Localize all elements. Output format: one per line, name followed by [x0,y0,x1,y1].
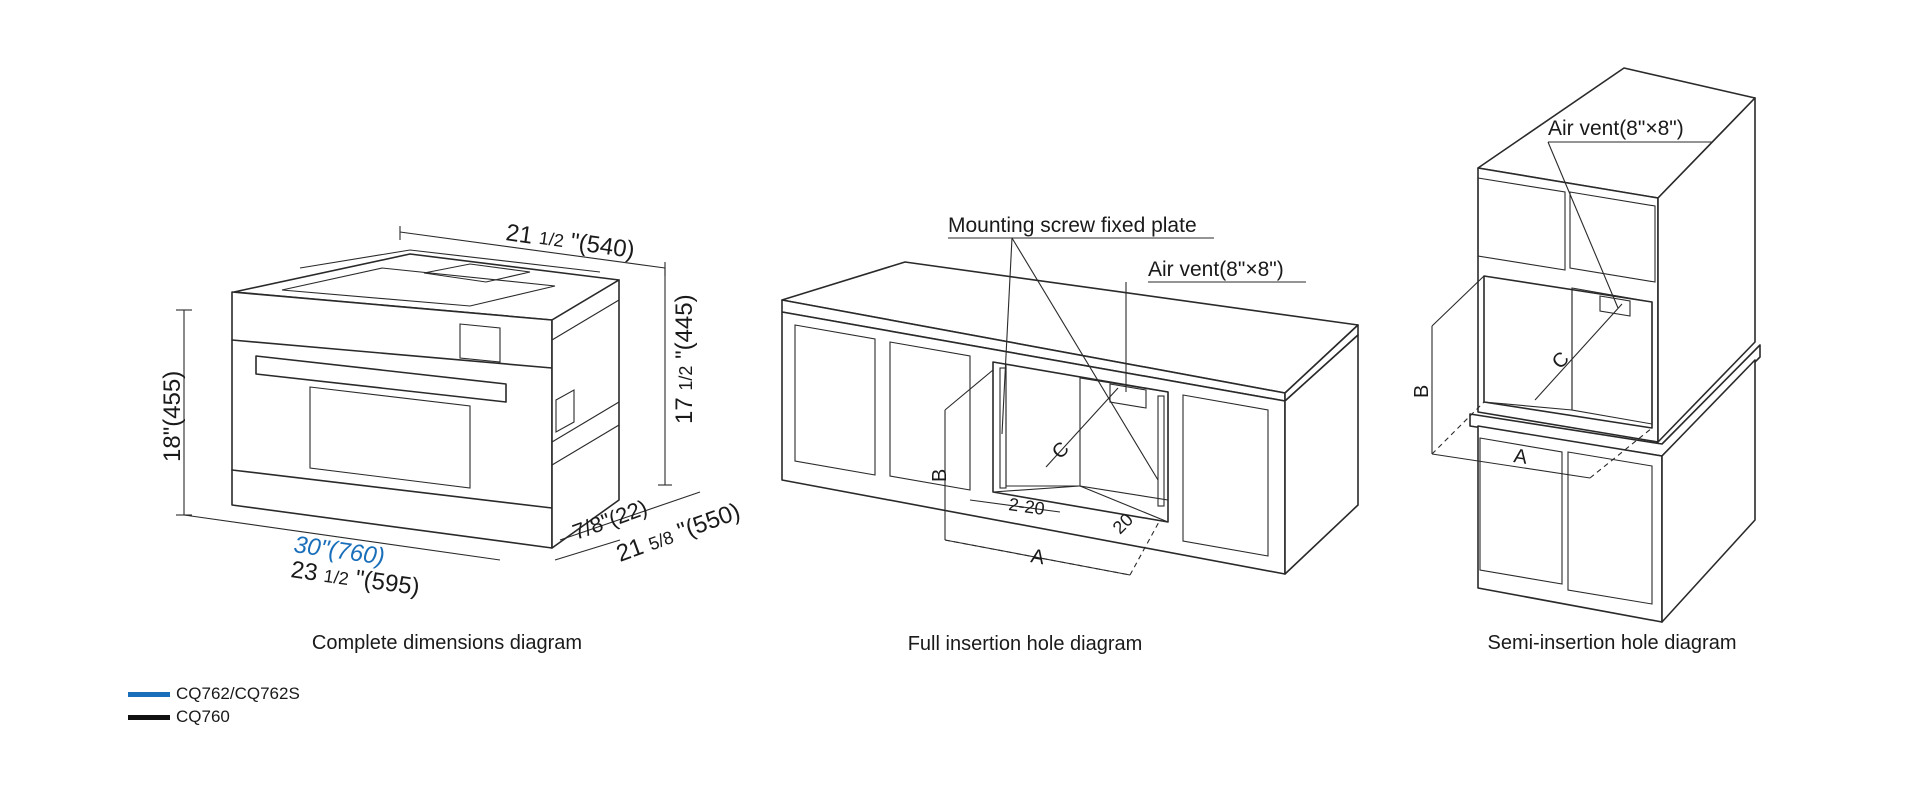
legend-label-blue: CQ762/CQ762S [176,684,300,703]
legend-item-blue: CQ762/CQ762S [128,684,300,704]
label-air-vent-full: Air vent(8"×8") [1148,258,1284,281]
label-mounting-screw: Mounting screw fixed plate [948,214,1197,237]
label-gap-full: 2-20 [1007,494,1045,519]
oven-drawing [176,226,701,561]
legend-item-black: CQ760 [128,707,230,727]
legend-label-black: CQ760 [176,707,230,726]
label-a-semi: A [1512,445,1529,469]
legend-swatch-black [128,714,170,720]
label-b-semi: B [1411,385,1433,398]
caption-semi-insertion: Semi-insertion hole diagram [1487,632,1737,654]
caption-complete-dimensions: Complete dimensions diagram [311,632,583,654]
full-insertion-drawing [781,237,1359,576]
legend-swatch-blue [128,691,170,697]
dim-top-width: 21 1/2 "(540) [504,218,636,264]
label-b-full: B [929,469,951,482]
semi-insertion-drawing [1431,67,1761,623]
dim-right-height: 17 1/2 "(445) [671,294,698,424]
label-air-vent-semi: Air vent(8"×8") [1548,117,1684,140]
label-a-full: A [1029,545,1047,569]
dim-left-height: 18"(455) [159,371,186,462]
caption-full-insertion: Full insertion hole diagram [907,633,1143,655]
